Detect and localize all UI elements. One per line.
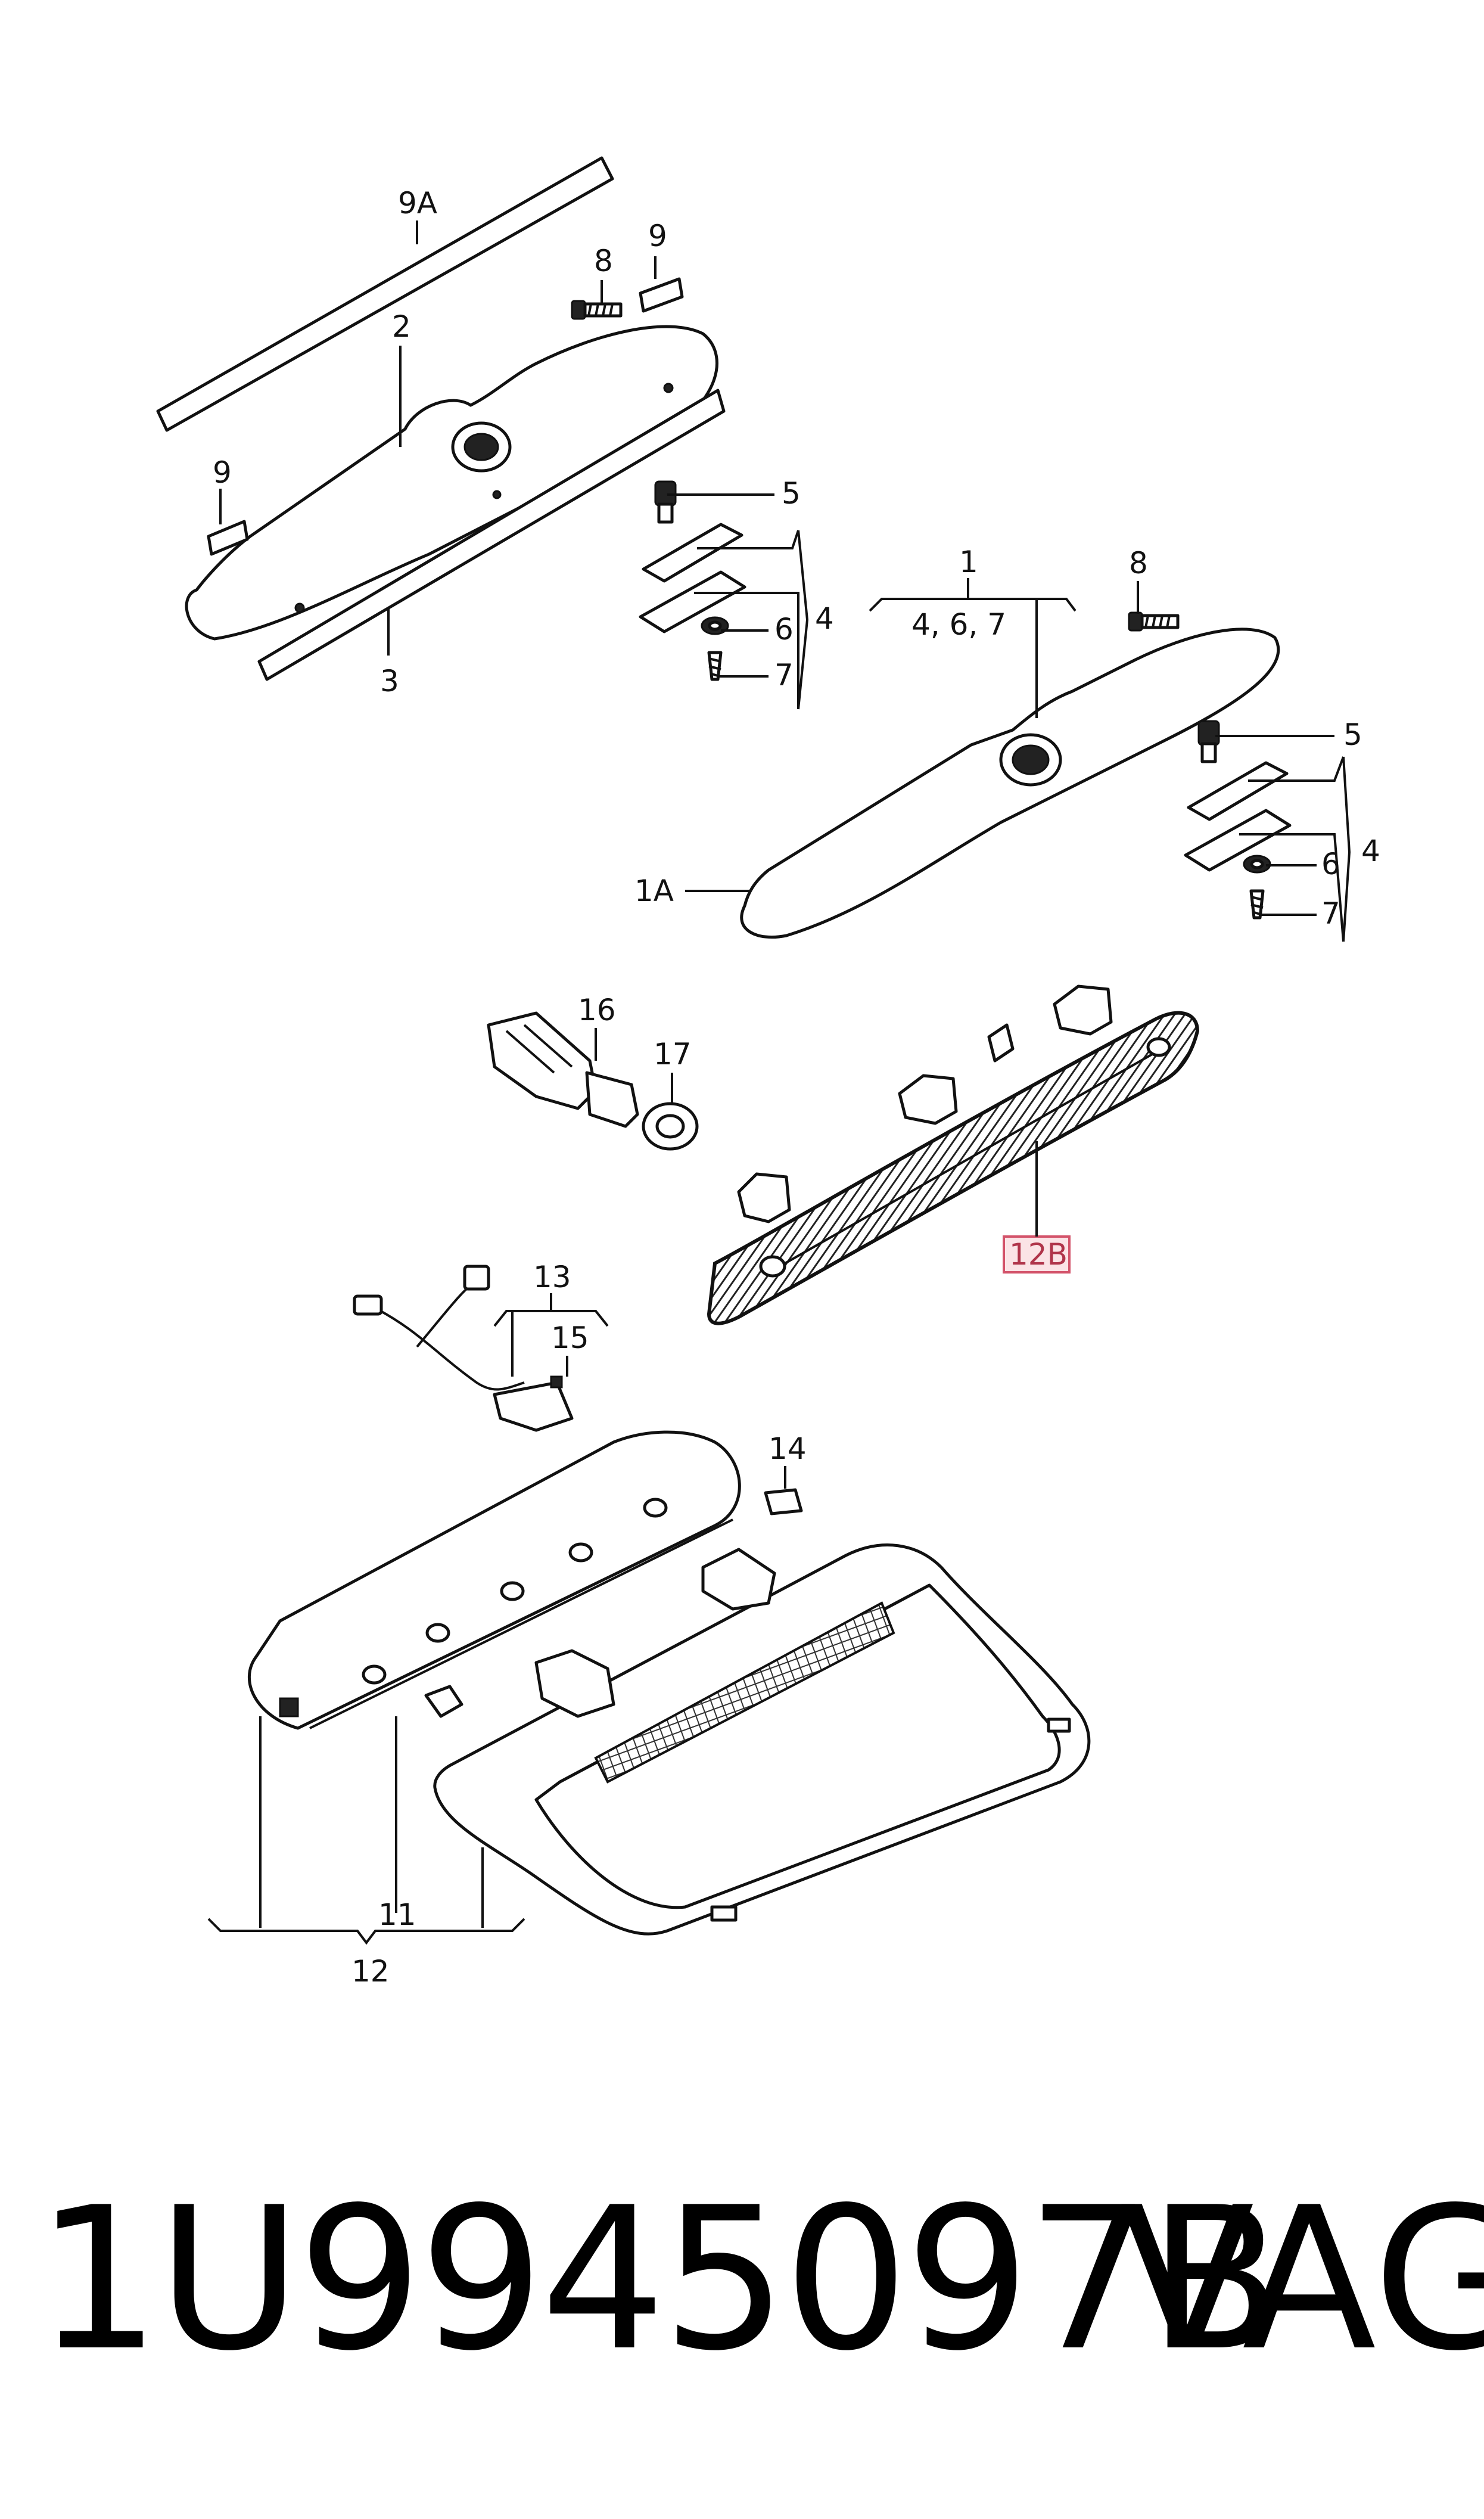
label-9-left: 9 <box>213 455 232 490</box>
highlight-12B <box>1003 1235 1071 1274</box>
label-7-upper: 7 <box>774 658 794 692</box>
label-4-lower: 4 <box>1361 834 1380 868</box>
cover-part-1A <box>740 628 1280 939</box>
label-9-upper: 9 <box>648 219 667 253</box>
label-1: 1 <box>959 545 978 579</box>
pad-9-left <box>207 520 249 556</box>
seal-strip-3 <box>257 389 726 681</box>
label-6-lower: 6 <box>1321 847 1340 881</box>
wiring-harness-13 <box>353 1265 574 1432</box>
bolt-8-upper <box>571 300 623 320</box>
label-7-lower: 7 <box>1321 896 1340 931</box>
bolt-8-lower <box>1128 611 1180 632</box>
label-17: 17 <box>654 1037 692 1071</box>
brake-light-12B <box>707 984 1200 1325</box>
part-number: 1U9945097B <box>36 2165 1283 2394</box>
seal-strip-9A <box>156 156 614 432</box>
bulb-holder-16 <box>487 1011 639 1128</box>
gasket-17 <box>642 1102 699 1151</box>
brand-name: VAG <box>1120 2165 1484 2394</box>
label-5-lower: 5 <box>1343 718 1362 752</box>
label-15: 15 <box>551 1321 589 1355</box>
label-11: 11 <box>378 1897 416 1932</box>
label-6-upper: 6 <box>774 612 794 647</box>
label-3: 3 <box>380 664 399 698</box>
label-12B: 12B <box>1009 1237 1068 1272</box>
cover-part-2 <box>185 325 718 641</box>
lens-frame <box>433 1543 1091 1936</box>
label-2: 2 <box>392 309 411 344</box>
label-16: 16 <box>578 993 616 1027</box>
label-1A: 1A <box>634 874 674 908</box>
label-8-lower: 8 <box>1129 546 1148 580</box>
label-4-upper: 4 <box>815 601 834 636</box>
clip-14 <box>534 1488 803 1718</box>
clip-assembly-lower <box>1184 720 1292 920</box>
callout-labels: 9A 8 9 2 9 3 5 6 7 4 1 4, 6, 7 8 5 6 7 4… <box>213 186 1380 1989</box>
label-5-upper: 5 <box>782 476 801 511</box>
pad-9-right <box>639 277 684 313</box>
bulb-11 <box>424 1685 463 1718</box>
label-14: 14 <box>769 1431 807 1466</box>
leader-lines <box>207 220 1351 1945</box>
label-4-6-7: 4, 6, 7 <box>911 607 1006 642</box>
label-12: 12 <box>351 1954 390 1989</box>
label-13: 13 <box>533 1260 571 1294</box>
label-9A: 9A <box>398 186 437 220</box>
lamp-housing-12 <box>248 1430 741 1730</box>
clip-assembly-upper <box>639 480 746 681</box>
label-8-upper: 8 <box>594 244 613 278</box>
